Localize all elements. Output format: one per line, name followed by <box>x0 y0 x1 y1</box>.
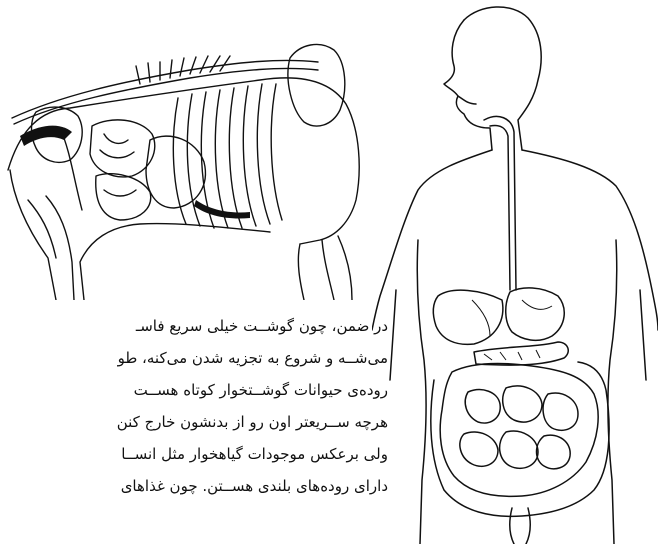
paragraph-line: هرچه ســریعتر اون رو از بدنشون خارج کنن <box>117 412 388 432</box>
paragraph-line: دارای روده‌های بلندی هســتن. چون غذاهای <box>121 476 388 496</box>
human-digestive-illustration <box>372 0 658 544</box>
paragraph-text: در ضمن، چون گوشــت خیلی سریع فاسـ می‌شــ… <box>0 300 388 544</box>
paragraph-line: می‌شــه و شروع به تجزیه شدن می‌کنه، طو <box>118 348 388 368</box>
human-body-icon <box>372 0 658 544</box>
paragraph-line: روده‌ی حیوانات گوشــتخوار کوتاه هســت <box>134 380 388 400</box>
paragraph-line: در ضمن، چون گوشــت خیلی سریع فاسـ <box>136 316 388 336</box>
animal-skeleton-icon <box>0 0 372 300</box>
animal-digestive-illustration <box>0 0 372 300</box>
paragraph-line: ولی برعکس موجودات گیاهخوار مثل انســا <box>121 444 388 464</box>
